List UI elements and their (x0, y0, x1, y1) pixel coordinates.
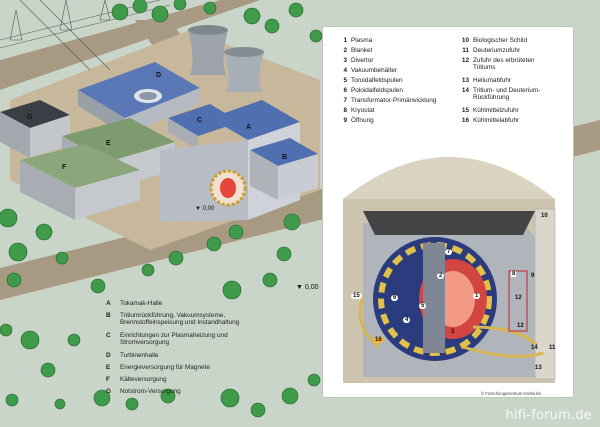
building-b (250, 138, 318, 200)
callout-8: 8 (511, 271, 517, 277)
building-label-a: A (246, 124, 252, 131)
callout-3: 3 (451, 329, 455, 335)
callout-9: 9 (531, 273, 535, 279)
callout-4: 4 (403, 317, 411, 323)
callout-6: 6 (391, 295, 399, 301)
callout-11: 11 (549, 345, 556, 351)
opening (508, 270, 528, 332)
site-elevation-marker: ▼ 0,00 (195, 206, 215, 212)
building-label-g: G (27, 114, 33, 121)
building-label-e: E (106, 140, 111, 147)
building-label-b: B (282, 154, 288, 161)
building-f (20, 144, 140, 220)
callout-14: 14 (531, 345, 538, 351)
central-solenoid (423, 243, 445, 353)
callout-2: 2 (437, 273, 445, 279)
cooling-towers (188, 25, 264, 92)
trees (0, 0, 323, 418)
callout-13: 13 (535, 365, 542, 371)
callout-16: 16 (373, 337, 384, 343)
watermark: hifi-forum.de (505, 408, 592, 423)
top-grid (363, 211, 535, 235)
callout-5: 5 (419, 303, 427, 309)
callout-12b: 12 (517, 323, 524, 329)
copyright: © Forschungszentrum Karlsruhe (481, 391, 542, 396)
coolant-pipes (462, 345, 544, 358)
building-label-f: F (62, 164, 67, 171)
callout-1: 1 (473, 293, 481, 299)
building-label-d: D (156, 72, 162, 79)
callout-12a: 12 (515, 295, 522, 301)
callout-10: 10 (541, 213, 548, 219)
building-g (0, 100, 70, 158)
reactor-cutaway (343, 157, 556, 383)
callout-7: 7 (445, 249, 453, 255)
building-c (168, 104, 240, 150)
reactor-elevation-marker: ▼ 0,00 (296, 284, 319, 291)
building-label-c: C (197, 117, 203, 124)
callout-15: 15 (351, 293, 362, 299)
